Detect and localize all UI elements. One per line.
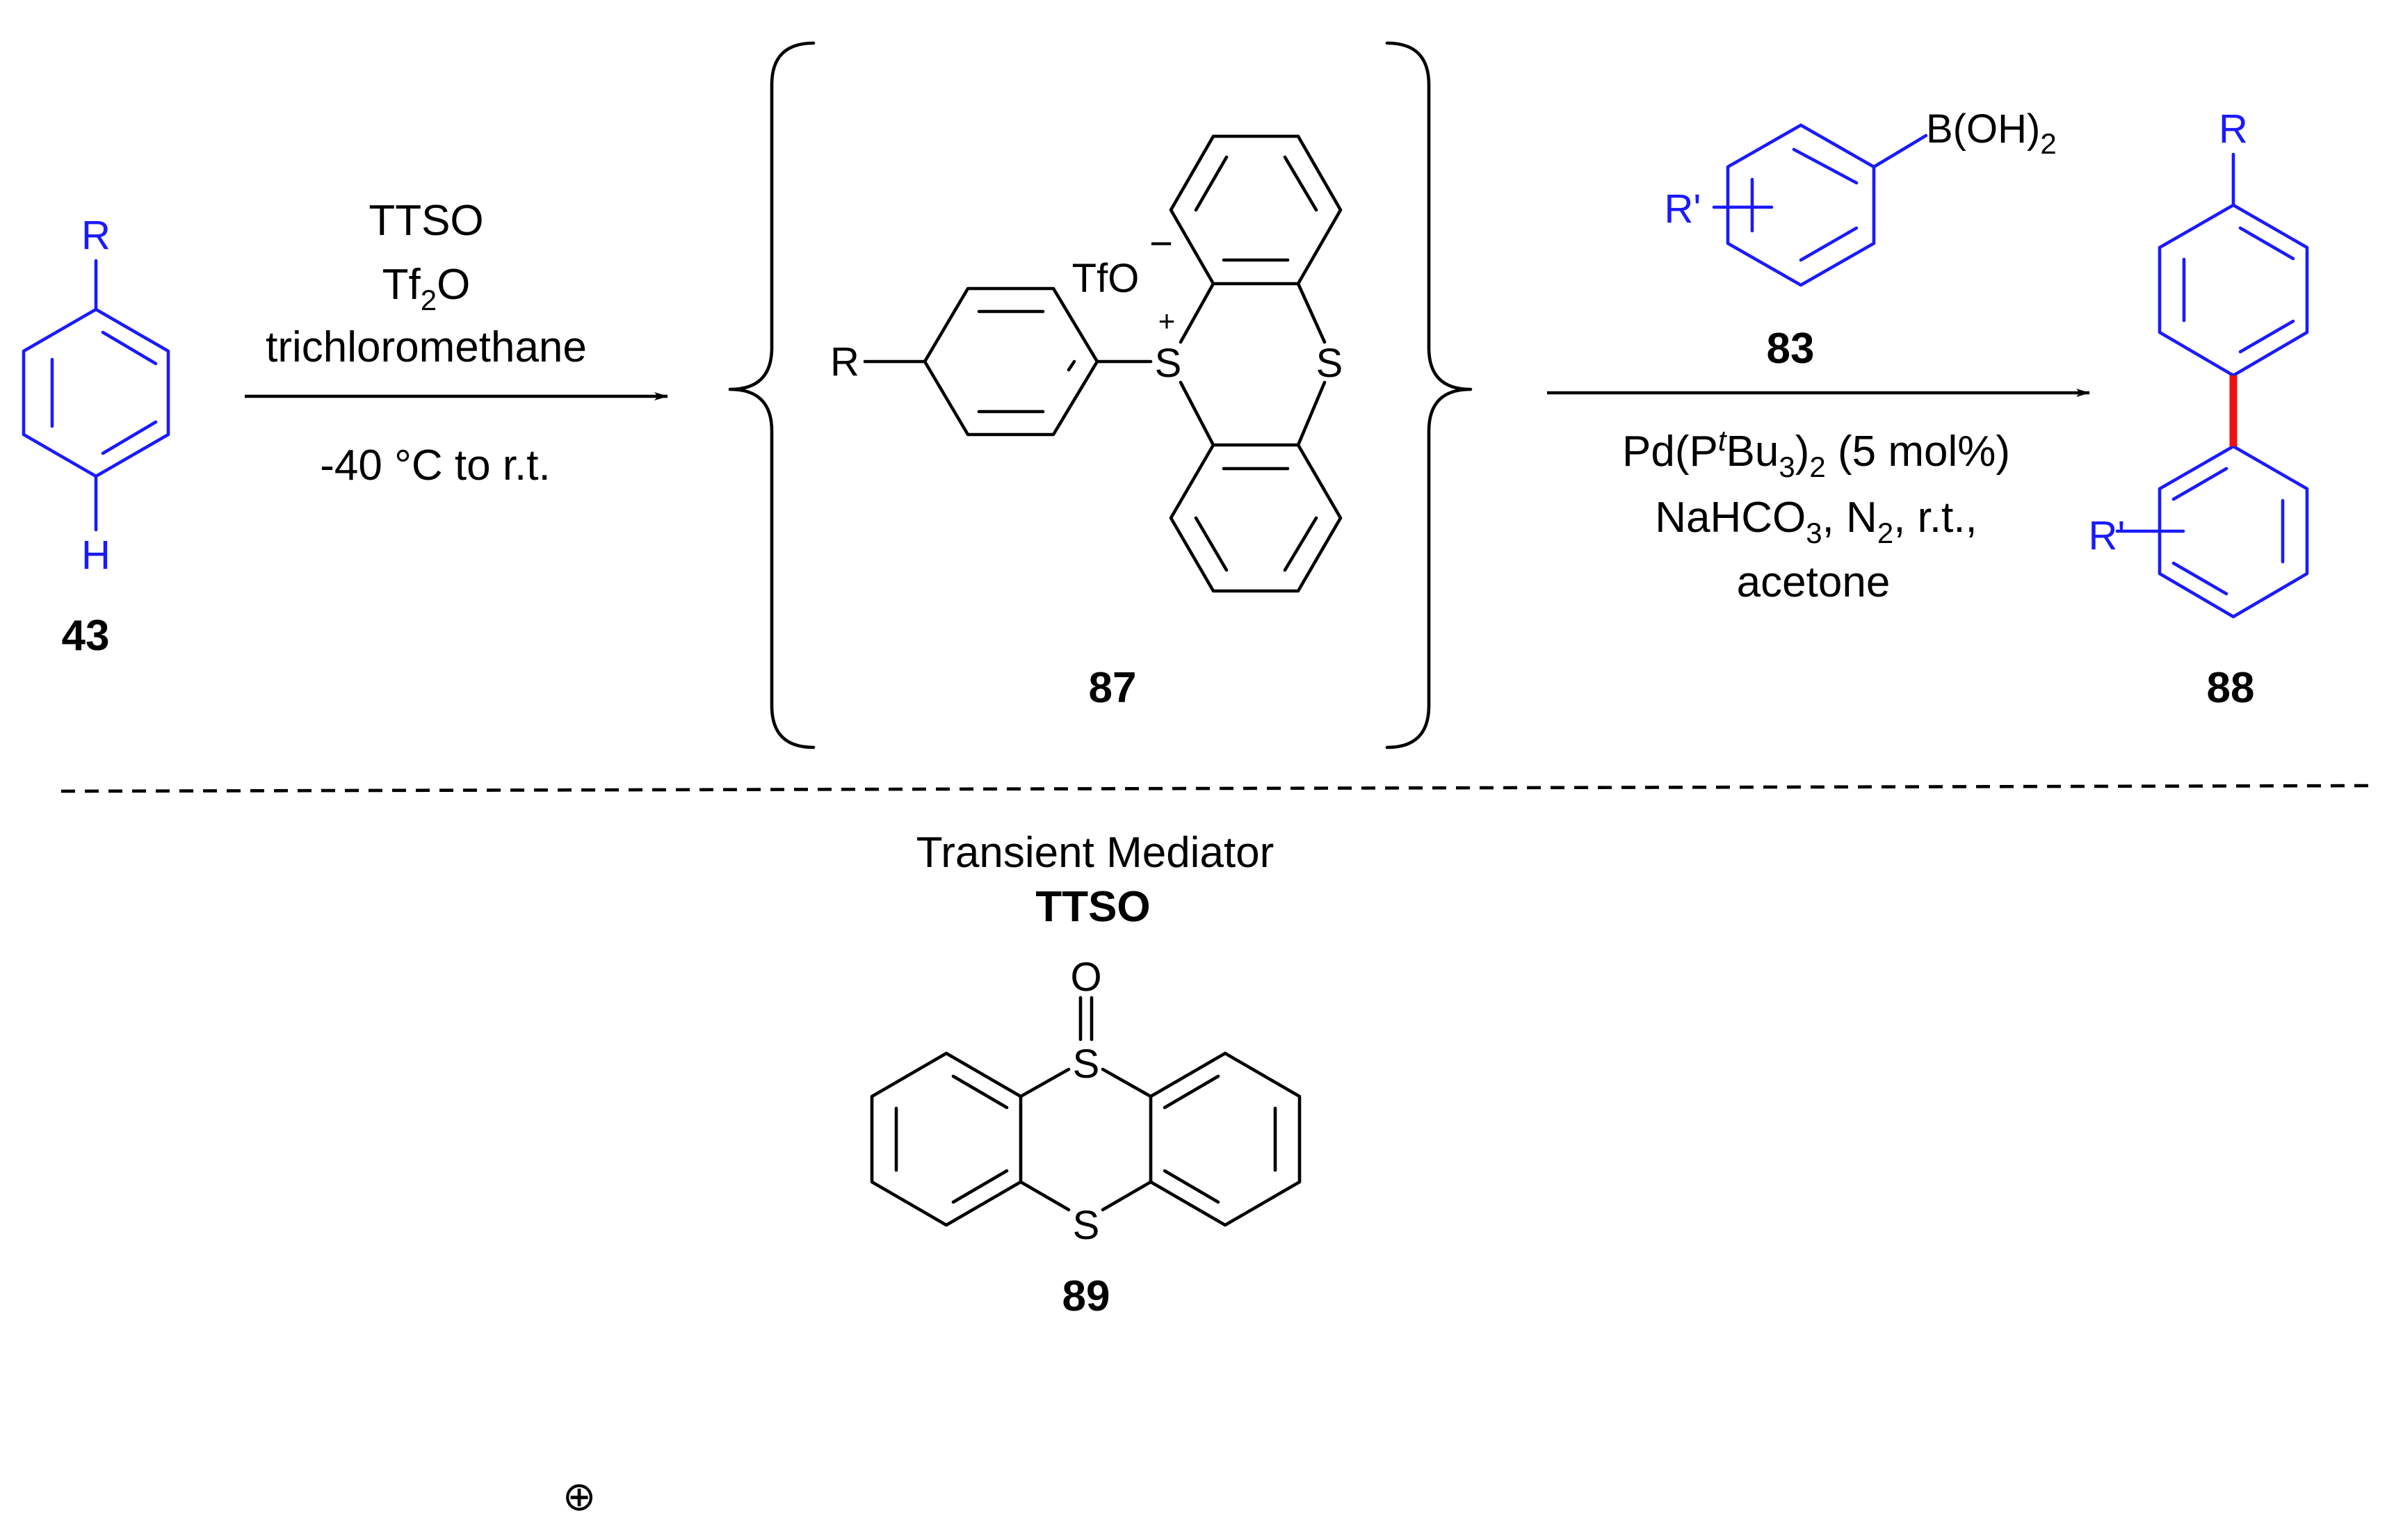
step2-base: NaHCO3, N2, r.t., bbox=[1655, 494, 1977, 549]
step2-catalyst: Pd(PtBu3)2 (5 mol%) bbox=[1622, 424, 2010, 483]
circled-plus-icon: ⊕ bbox=[563, 1474, 597, 1519]
compound-87-sulfonium-s: S bbox=[1155, 341, 1182, 386]
compound-83-boronic-acid: B(OH)2 bbox=[1926, 106, 2057, 160]
compound-83-number: 83 bbox=[1767, 325, 1815, 373]
compound-43-atom-r: R bbox=[81, 213, 111, 258]
compound-87-plus-charge: + bbox=[1158, 305, 1176, 337]
compound-89-sulfur-bottom: S bbox=[1073, 1203, 1100, 1248]
compound-88-bonds bbox=[2115, 152, 2309, 619]
compound-87: R S + S TfO − 87 bbox=[830, 134, 1343, 712]
step2-reaction-arrow: Pd(PtBu3)2 (5 mol%) NaHCO3, N2, r.t., ac… bbox=[1547, 389, 2090, 606]
step2-solvent: acetone bbox=[1737, 558, 1891, 606]
compound-87-substituent-r: R bbox=[830, 339, 859, 384]
compound-89-caption-bold: TTSO bbox=[1035, 883, 1150, 931]
section-divider bbox=[60, 784, 2372, 793]
compound-87-number: 87 bbox=[1089, 664, 1137, 712]
compound-88: R R' 88 bbox=[2089, 106, 2309, 712]
compound-43-bonds bbox=[22, 259, 170, 532]
compound-89-caption: Transient Mediator bbox=[916, 829, 1275, 877]
compound-89-number: 89 bbox=[1062, 1272, 1110, 1320]
step1-reagent-ttso: TTSO bbox=[369, 197, 483, 245]
compound-87-minus-charge: − bbox=[1149, 221, 1173, 266]
compound-87-bonds bbox=[863, 134, 1343, 593]
compound-88-number: 88 bbox=[2207, 664, 2255, 712]
compound-83-substituent: R' bbox=[1665, 186, 1701, 232]
compound-89-sulfur-top: S bbox=[1073, 1041, 1100, 1087]
compound-87-counterion: TfO bbox=[1072, 256, 1140, 301]
compound-83-bonds bbox=[1712, 123, 1928, 287]
compound-43: R H 43 bbox=[22, 213, 170, 660]
compound-43-atom-h: H bbox=[81, 533, 111, 578]
compound-87-ring-s: S bbox=[1316, 341, 1343, 386]
compound-83: B(OH)2 R' 83 bbox=[1665, 106, 2057, 373]
step1-reaction-arrow: TTSO Tf2O trichloromethane -40 °C to r.t… bbox=[245, 197, 668, 489]
tf2o-sub: 2 bbox=[421, 284, 437, 316]
tf2o-main: Tf bbox=[382, 261, 421, 309]
compound-88-atom-r: R bbox=[2219, 106, 2248, 152]
compound-88-substituent: R' bbox=[2089, 513, 2126, 558]
step1-reagent-tf2o: Tf2O bbox=[382, 261, 471, 316]
right-brace bbox=[1385, 41, 1473, 749]
step1-conditions: -40 °C to r.t. bbox=[320, 441, 550, 489]
boronic-main: B(OH) bbox=[1926, 106, 2040, 152]
tf2o-end: O bbox=[437, 261, 470, 309]
compound-89-bonds bbox=[870, 996, 1302, 1227]
boronic-sub: 2 bbox=[2040, 127, 2056, 160]
compound-89: Transient Mediator TTSO O S S 89 bbox=[870, 829, 1302, 1320]
left-brace bbox=[728, 41, 816, 749]
compound-89-oxygen: O bbox=[1070, 955, 1101, 1000]
compound-43-number: 43 bbox=[62, 612, 110, 660]
step1-solvent: trichloromethane bbox=[266, 323, 587, 371]
